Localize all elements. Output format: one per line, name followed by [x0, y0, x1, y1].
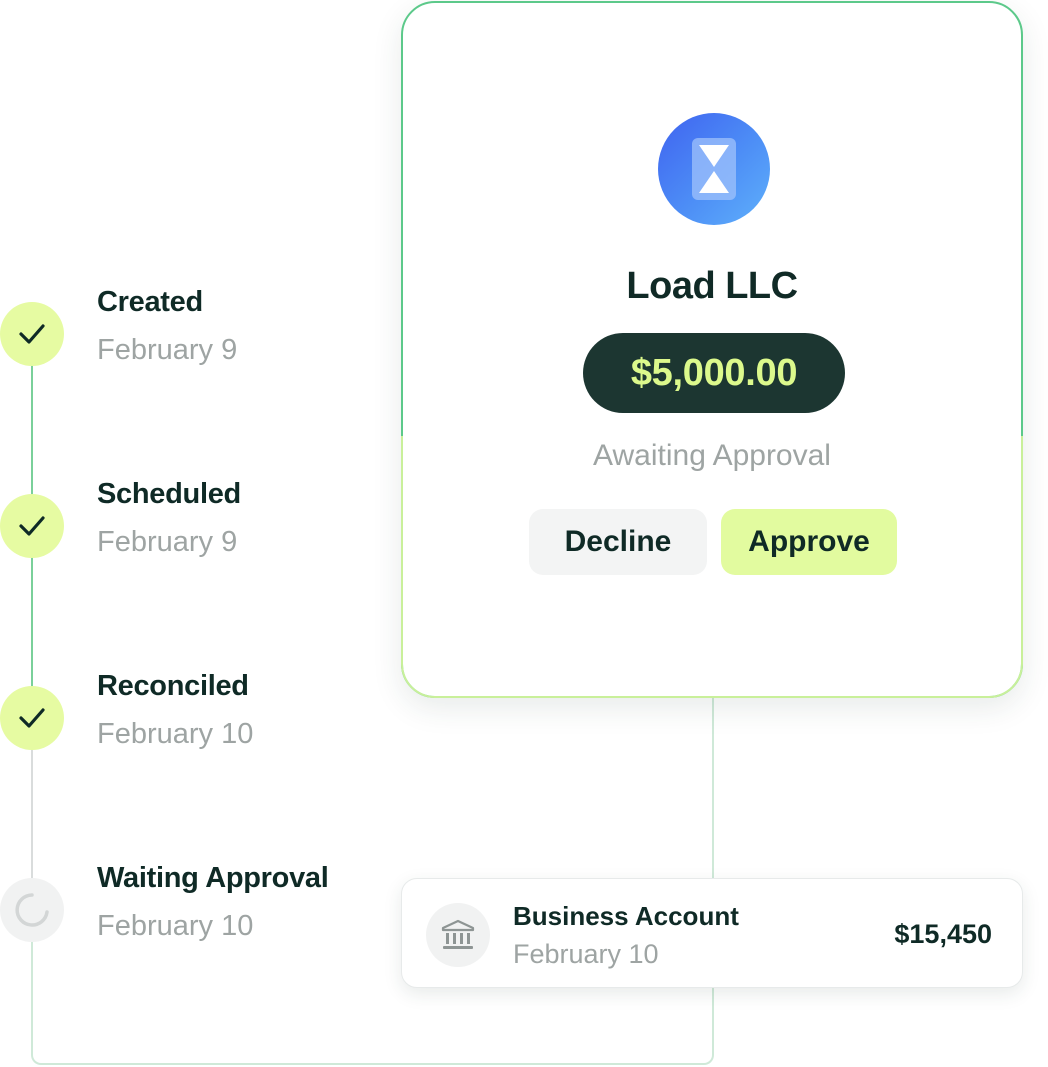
step-date: February 10 — [97, 718, 254, 750]
payment-approval-card: Load LLC $5,000.00 Awaiting Approval Dec… — [401, 1, 1023, 698]
check-icon — [0, 302, 64, 366]
spinner-icon — [0, 878, 64, 942]
timeline-connector — [31, 746, 33, 880]
account-date: February 10 — [513, 939, 659, 969]
step-date: February 9 — [97, 334, 238, 366]
step-date: February 9 — [97, 526, 238, 558]
account-balance: $15,450 — [894, 919, 992, 949]
card-connector — [712, 696, 714, 880]
approval-status: Awaiting Approval — [593, 439, 831, 472]
approve-button[interactable]: Approve — [721, 509, 897, 575]
timeline-connector — [31, 362, 33, 496]
account-card[interactable]: Business Account February 10 $15,450 — [401, 878, 1023, 988]
payment-amount: $5,000.00 — [583, 333, 845, 413]
step-label: Created — [97, 286, 203, 318]
step-date: February 10 — [97, 910, 254, 942]
step-label: Reconciled — [97, 670, 249, 702]
step-label: Scheduled — [97, 478, 241, 510]
hourglass-icon — [658, 113, 770, 225]
decline-button[interactable]: Decline — [529, 509, 707, 575]
timeline-connector — [31, 554, 33, 688]
bank-icon — [426, 903, 490, 967]
step-label: Waiting Approval — [97, 862, 329, 894]
account-name: Business Account — [513, 901, 739, 931]
check-icon — [0, 686, 64, 750]
company-name: Load LLC — [626, 265, 798, 307]
check-icon — [0, 494, 64, 558]
